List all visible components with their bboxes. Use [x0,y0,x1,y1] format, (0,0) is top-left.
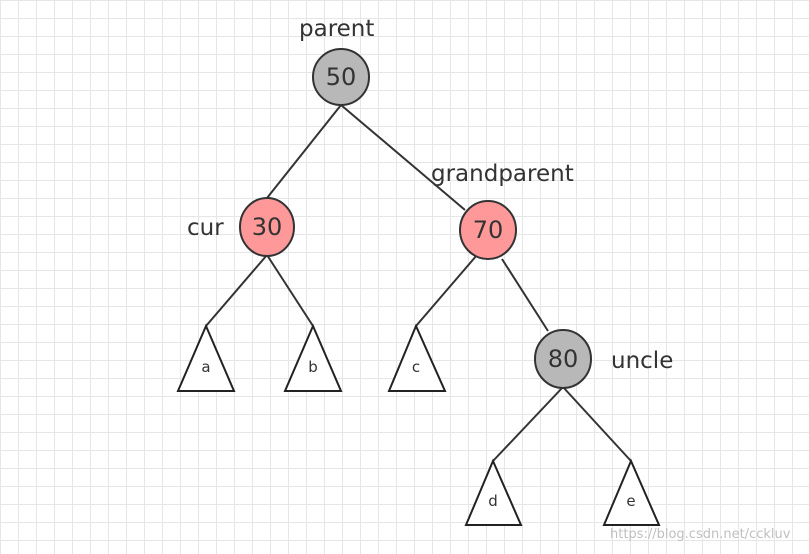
node-70-circle [459,200,517,260]
label-cur: cur [187,215,224,241]
subtree-e-label: e [626,492,635,510]
edge-30-a [205,254,268,327]
subtree-c-label: c [412,358,420,376]
subtree-c-triangle [387,323,447,392]
node-30: 30 [239,197,295,257]
label-parent: parent [299,16,374,42]
node-80-circle [534,329,592,389]
subtree-a-triangle [176,323,236,392]
subtree-a: a [176,323,236,392]
node-50-circle [312,48,370,106]
edge-80-e [562,386,632,462]
node-70-value: 70 [473,216,504,244]
subtree-d: d [464,458,523,526]
subtree-e: e [602,458,661,526]
node-30-value: 30 [252,213,283,241]
node-50: 50 [312,48,370,106]
node-70: 70 [459,200,517,260]
subtree-d-triangle [464,458,523,526]
node-80: 80 [534,329,592,389]
label-grandparent: grandparent [431,161,574,187]
edge-70-c [415,254,478,327]
subtree-c: c [387,323,447,392]
edge-50-30 [266,104,342,199]
edge-50-70 [340,104,466,211]
node-30-circle [239,197,295,257]
edge-30-b [266,254,314,327]
subtree-e-triangle [602,458,661,526]
subtree-b-triangle [283,323,343,392]
subtree-b: b [283,323,343,392]
watermark-text: https://blog.csdn.net/cckluv [610,527,791,542]
label-uncle: uncle [611,348,673,374]
node-50-value: 50 [326,63,357,91]
node-80-value: 80 [548,345,579,373]
edge-70-80 [501,258,549,332]
subtree-b-label: b [308,358,318,376]
subtree-a-label: a [201,358,210,376]
edge-80-d [492,386,564,462]
subtree-d-label: d [488,492,498,510]
